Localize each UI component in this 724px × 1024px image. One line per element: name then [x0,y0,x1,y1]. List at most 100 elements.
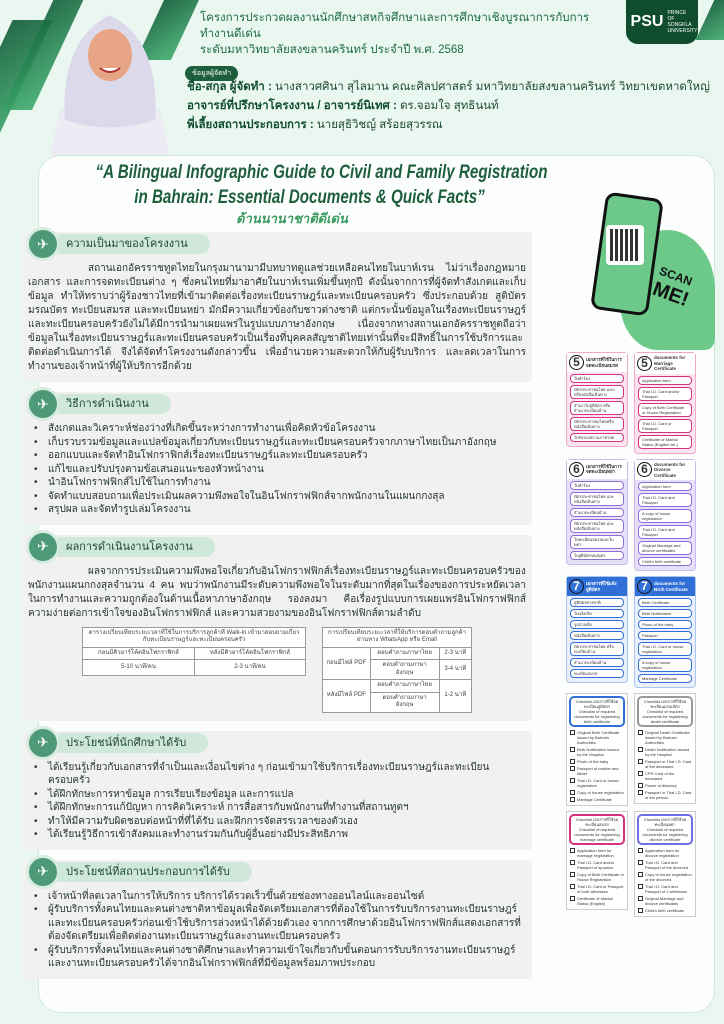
document-item: Thai I.D. Card and Passport [638,493,692,507]
checkbox-icon[interactable] [638,747,643,752]
checklist-subtitle: Checklist of required documents for regi… [574,827,620,842]
checklist-item[interactable]: Copy of house registration of the divorc… [635,871,695,883]
checkbox-icon[interactable] [570,860,575,865]
checkbox-icon[interactable] [638,783,643,788]
checklist-item[interactable]: Marriage Certificate [567,796,627,803]
business-benefits-list: เจ้าหน้าที่ลดเวลาในการให้บริการ บริการได… [28,890,526,971]
left-column: ✈ความเป็นมาของโครงงาน สถานเอกอัครราชทูตไ… [22,227,532,979]
checklist-item-label: Birth Notification issued by the Hospita… [577,747,619,757]
checklist-item[interactable]: Application form for marriage registrati… [567,847,627,859]
checkbox-icon[interactable] [638,896,643,901]
checklist-item[interactable]: CPR Card of the deceased [635,770,695,782]
checkbox-icon[interactable] [570,766,575,771]
list-item: ออกแบบและจัดทำอินโฟกราฟิกส์เรื่องทะเบียน… [34,449,526,463]
checkbox-icon[interactable] [570,896,575,901]
checkbox-icon[interactable] [638,790,643,795]
checklist-item[interactable]: Application form for divorce registratio… [635,847,695,859]
checklist-item-label: Thai I.D. Card and Passport of 2 witness… [645,884,688,894]
checkbox-icon[interactable] [570,790,575,795]
advisor: อาจารย์ที่ปรึกษาโครงงาน / อาจารย์นิเทศ :… [187,100,499,112]
checkbox-icon[interactable] [638,860,643,865]
checkbox-icon[interactable] [570,778,575,783]
checklist-item[interactable]: Copy of house registration [567,789,627,796]
list-item: ได้ฝึกทักษะการแก้ปัญหา การคิดวิเคราะห์ ก… [34,801,526,815]
checklist-item[interactable]: Passport or Thai I.D. Card of the person [635,789,695,801]
document-item: บัตรประชาชนไทย และหนังสือเดินทาง [570,491,624,506]
checklist-item-label: Copy of house registration of the divorc… [645,872,692,882]
document-item: Copy of Birth Certificate or House Regis… [638,402,692,417]
checklist-item[interactable]: Thai I.D. Card and Passport of 2 witness… [635,883,695,895]
online-time-table: การเปรียบเทียบระยะเวลาที่ให้บริการตอบคำถ… [322,626,473,713]
checklist-item[interactable]: Birth Notification issued by the Hospita… [567,746,627,758]
checkbox-icon[interactable] [570,872,575,877]
checklist-item[interactable]: Death Notification issued by the Hospita… [635,746,695,758]
checklist-subtitle: Checklist of required documents for regi… [574,709,620,724]
checkbox-icon[interactable] [570,884,575,889]
section-title: ประโยชน์ที่สถานประกอบการได้รับ [58,861,252,882]
checklist-item[interactable]: Original Marriage and divorce certificat… [635,895,695,907]
checklist-item[interactable]: Photo of the baby [567,758,627,765]
list-item: ทำให้มีความรับผิดชอบต่อหน้าที่ที่ได้รับ … [34,815,526,829]
checklist-item[interactable]: Thai I.D. Card or Passport of both witne… [567,883,627,895]
checkbox-icon[interactable] [638,730,643,735]
document-item: Passport [638,631,692,640]
checkbox-icon[interactable] [638,759,643,764]
checkbox-icon[interactable] [638,872,643,877]
checkbox-icon[interactable] [570,797,575,802]
document-item: Thai I.D. Card and/or Passport [638,386,692,401]
document-item: สำเนาทะเบียนบ้าน [570,658,624,667]
section-title: ประโยชน์ที่นักศึกษาได้รับ [58,732,209,753]
checklist-item[interactable]: Power of Attorney [635,782,695,789]
checklist-item[interactable]: Original Death Certificate issued by Bah… [635,729,695,746]
rocket-icon: ✈ [26,529,60,564]
checkbox-icon[interactable] [638,848,643,853]
section-business-benefits: ✈ประโยชน์ที่สถานประกอบการได้รับ เจ้าหน้า… [22,854,532,979]
list-item: ได้เรียนรู้วิธีการเข้าสังคมและทำงานร่วมก… [34,828,526,842]
qr-code[interactable] [606,225,644,265]
document-item: สูติบัตรต่างชาติ [570,598,624,607]
checklist-item-label: Original Marriage and divorce certificat… [645,896,684,906]
list-item: แก้ไขและปรับปรุงตามข้อเสนอแนะของหัวหน้าง… [34,463,526,477]
checklist-item[interactable]: Original Birth Certificate issued by Bah… [567,729,627,746]
checklist-item[interactable]: Passport of mother and father [567,765,627,777]
document-item: Thai I.D. Card and Passport [638,525,692,539]
section-title: ความเป็นมาของโครงงาน [58,234,210,254]
checklist-item[interactable]: Certificate of Marital Status (English) [567,895,627,907]
checklist-item[interactable]: Copy of Birth Certificate or House Regis… [567,871,627,883]
checklist-item[interactable]: Thai I.D. Card or house registration [567,777,627,789]
section-title: วิธีการดำเนินงาน [58,394,171,414]
section-background: ✈ความเป็นมาของโครงงาน สถานเอกอัครราชทูตไ… [22,227,532,382]
checkbox-icon[interactable] [570,730,575,735]
checklist-title: Checklist เอกสารที่ใช้จดทะเบียนหย่า [643,817,687,827]
checklist-item-label: Copy of Birth Certificate or House Regis… [577,872,624,882]
checkbox-icon[interactable] [638,884,643,889]
checklist-item-label: Application form for marriage registrati… [577,848,614,858]
author-info: ชื่อ-สกุล ผู้จัดทำ : นางสาวศศินา สุไลมาน… [187,80,717,132]
checklist-item-label: CPR Card of the deceased [645,771,675,781]
document-item: บัตรประชาชนไทย และ/หรือหนังสือเดินทาง [570,385,624,399]
checkbox-icon[interactable] [570,848,575,853]
checklist-item[interactable]: Thai I.D. Card and/or Passport of spouse… [567,859,627,871]
checklist-item[interactable]: Thai I.D. Card and Passport of the divor… [635,859,695,871]
checkbox-icon[interactable] [570,759,575,764]
checkbox-icon[interactable] [638,908,643,913]
checkbox-icon[interactable] [570,747,575,752]
checklist-item[interactable]: Passport or Thai I.D. Card of the deceas… [635,758,695,770]
checklist-item[interactable]: Child's birth certificate [635,907,695,914]
section-title: ผลการดำเนินงานโครงงาน [58,536,215,557]
checkbox-icon[interactable] [638,771,643,776]
checklist-item-label: Child's birth certificate [645,908,684,913]
checklist-item-label: Thai I.D. Card or Passport of both witne… [577,884,624,894]
